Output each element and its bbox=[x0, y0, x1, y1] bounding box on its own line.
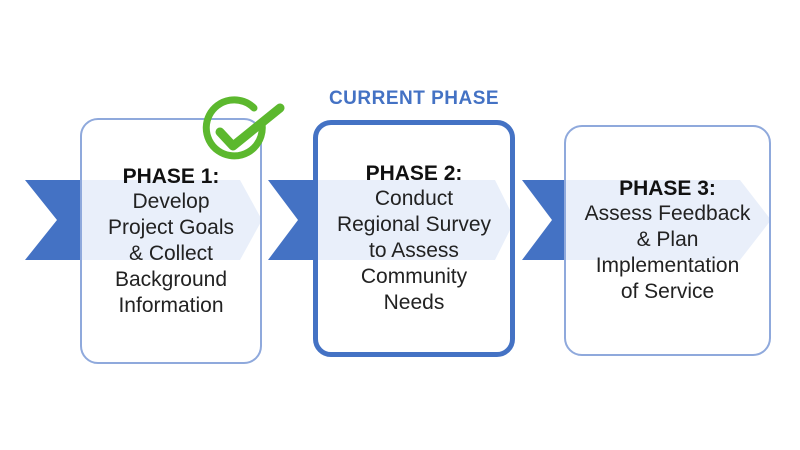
phase-title: PHASE 1: bbox=[122, 164, 220, 188]
phase-description: Assess Feedback & Plan Implementation of… bbox=[584, 202, 751, 303]
phase-title: PHASE 2: bbox=[365, 162, 463, 185]
arrow-band-3 bbox=[564, 180, 771, 260]
phase-card-3[interactable]: PHASE 3: Assess Feedback & Plan Implemen… bbox=[564, 125, 771, 356]
chevron-icon-2 bbox=[268, 180, 313, 260]
phase-description: Conduct Regional Survey to Assess Commun… bbox=[336, 187, 492, 314]
phase-title: PHASE 3: bbox=[619, 177, 716, 200]
chevron-icon-3 bbox=[522, 180, 564, 260]
chevron-icon-1 bbox=[25, 180, 80, 260]
arrow-band-2 bbox=[313, 180, 515, 260]
check-circle-icon bbox=[202, 96, 285, 160]
phase-card-1[interactable]: PHASE 1: Develop Project Goals & Collect… bbox=[80, 118, 262, 364]
arrow-band-1 bbox=[80, 180, 262, 260]
current-phase-label: CURRENT PHASE bbox=[328, 88, 500, 109]
phase-card-2[interactable]: PHASE 2: Conduct Regional Survey to Asse… bbox=[313, 120, 515, 357]
phase-description: Develop Project Goals & Collect Backgrou… bbox=[107, 189, 235, 317]
